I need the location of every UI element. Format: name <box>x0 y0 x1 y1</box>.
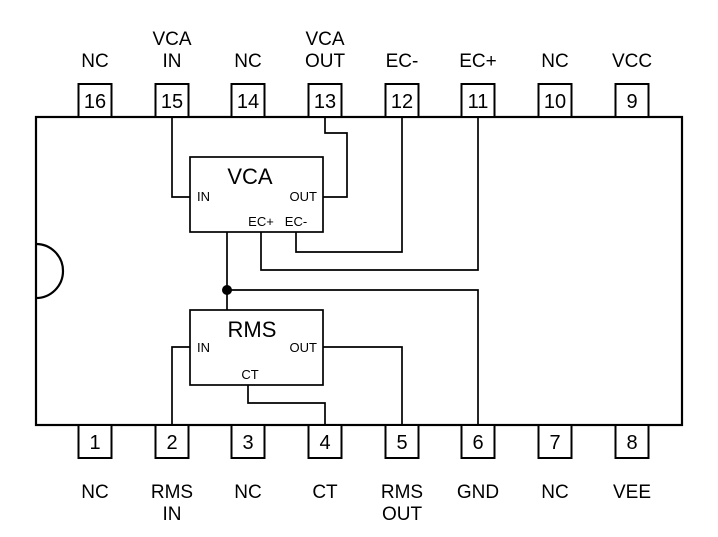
vca-block-title: VCA <box>227 164 273 189</box>
wire-ct-to-pin4 <box>247 385 326 425</box>
pin-1-label-line1: NC <box>81 482 108 503</box>
pin-13-box <box>307 83 343 118</box>
pin-7-label-line1: NC <box>541 482 568 503</box>
pin-2-label-line2: IN <box>163 504 182 525</box>
pin-4-box <box>307 424 343 459</box>
pin-6-number: 6 <box>472 432 483 454</box>
pin-15-label-line1: VCA <box>152 29 191 50</box>
vca-ec-plus-label: EC+ <box>248 214 274 229</box>
pin-12: 12 EC- <box>384 51 420 118</box>
pin-16-label-line2: NC <box>81 51 108 72</box>
pin-2-number: 2 <box>166 432 177 454</box>
pin-14-box <box>230 83 266 118</box>
pin-2-box <box>154 424 190 459</box>
vca-block-box <box>189 156 324 233</box>
pin-16: 16 NC <box>77 51 113 118</box>
pin-5-box <box>384 424 420 459</box>
wire-pin13-to-vca-out <box>323 117 348 198</box>
junction-dot <box>222 285 232 295</box>
pin-12-box <box>384 83 420 118</box>
pin-4-label-line1: CT <box>312 482 338 503</box>
pin-7: 7 NC <box>537 424 573 503</box>
pin-12-label-line2: EC- <box>386 51 419 72</box>
rms-out-label: OUT <box>290 340 318 355</box>
vca-out-label: OUT <box>290 189 318 204</box>
pin-7-number: 7 <box>549 432 560 454</box>
vca-block: VCA IN OUT EC+ EC- <box>189 156 324 233</box>
pin-14-number: 14 <box>237 91 259 113</box>
pin-5-number: 5 <box>396 432 407 454</box>
pin-11-box <box>460 83 496 118</box>
pin-5-label-line1: RMS <box>381 482 423 503</box>
pin-14-label-line2: NC <box>234 51 261 72</box>
pin-12-number: 12 <box>391 91 413 113</box>
vca-ec-minus-label: EC- <box>285 214 307 229</box>
pin-13-number: 13 <box>314 91 336 113</box>
pin-4: 4 CT <box>307 424 343 503</box>
pin-5-label-line2: OUT <box>382 504 423 525</box>
pin-2-label-line1: RMS <box>151 482 193 503</box>
pin-3-box <box>230 424 266 459</box>
rms-in-label: IN <box>197 340 210 355</box>
pin-8: 8 VEE <box>613 424 651 503</box>
pin-1-number: 1 <box>89 432 100 454</box>
pin-5: 5 RMS OUT <box>381 424 423 525</box>
pin1-notch <box>35 242 65 300</box>
pin-13-label-line2: OUT <box>305 51 346 72</box>
pin-16-box <box>77 83 113 118</box>
pin-3-number: 3 <box>242 432 253 454</box>
pin-15: 15 VCA IN <box>152 29 192 118</box>
wire-pin15-to-vca-in <box>171 117 190 198</box>
rms-ct-label: CT <box>241 367 258 382</box>
pin-9-number: 9 <box>626 91 637 113</box>
wire-rms-out-to-pin5 <box>323 346 403 425</box>
pin-13-label-line1: VCA <box>305 29 344 50</box>
pin-10-box <box>537 83 573 118</box>
pin-1-box <box>77 424 113 459</box>
pin-7-box <box>537 424 573 459</box>
pin-8-number: 8 <box>626 432 637 454</box>
wire-pin12-to-ec-minus <box>295 117 403 253</box>
pin-2: 2 RMS IN <box>151 424 193 525</box>
pin-11-label-line2: EC+ <box>459 51 497 72</box>
pin-3-label-line1: NC <box>234 482 261 503</box>
pin-10-number: 10 <box>544 91 566 113</box>
pin-15-box <box>154 83 190 118</box>
pin-3: 3 NC <box>230 424 266 503</box>
pin-10: 10 NC <box>537 51 573 118</box>
pin-14: 14 NC <box>230 51 266 118</box>
pin-8-box <box>614 424 650 459</box>
pin-11-number: 11 <box>468 91 489 113</box>
pin-15-number: 15 <box>161 91 183 113</box>
pin-9-box <box>614 83 650 118</box>
ic-body <box>34 115 684 427</box>
pin-15-label-line2: IN <box>163 51 182 72</box>
pin-10-label-line2: NC <box>541 51 568 72</box>
pin-6-label-line1: GND <box>457 482 499 503</box>
rms-block-box <box>189 309 324 386</box>
wire-pin2-to-rms-in <box>171 346 190 425</box>
wire-pin11-to-ec-plus <box>260 117 479 271</box>
wire-common-to-pin6-gnd <box>227 289 479 425</box>
pin-6: 6 GND <box>457 424 499 503</box>
pin-4-number: 4 <box>319 432 330 454</box>
pin-1: 1 NC <box>77 424 113 503</box>
pin-9-label-line2: VCC <box>612 51 652 72</box>
vca-in-label: IN <box>197 189 210 204</box>
pin-6-box <box>460 424 496 459</box>
pin-13: 13 VCA OUT <box>305 29 346 118</box>
pin-16-number: 16 <box>84 91 106 113</box>
pin-11: 11 EC+ <box>459 51 497 118</box>
pin-8-label-line1: VEE <box>613 482 651 503</box>
rms-block-title: RMS <box>228 317 277 342</box>
pin-9: 9 VCC <box>612 51 652 118</box>
rms-block: RMS IN OUT CT <box>189 309 324 386</box>
